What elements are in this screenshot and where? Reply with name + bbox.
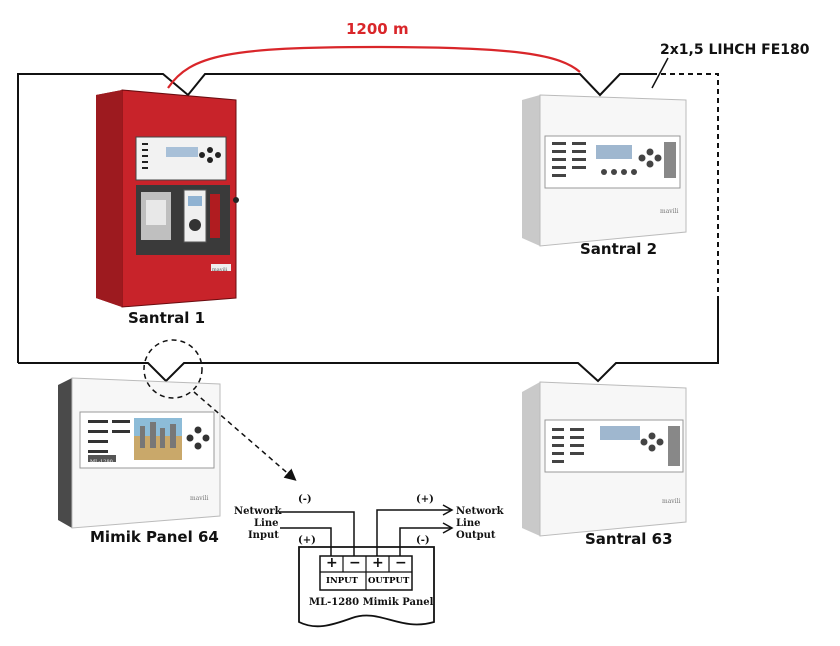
brand-label-mimik64: mavili <box>190 495 209 502</box>
terminal-output-minus: − <box>395 555 407 571</box>
output-pos-label: (+) <box>416 494 434 505</box>
cable-leader <box>651 57 669 89</box>
mimik64-label: Mimik Panel 64 <box>90 528 219 546</box>
model-label-mimik64: ML-1280 <box>90 459 113 465</box>
loop-cable <box>17 73 652 363</box>
terminal-input-plus: + <box>326 555 338 571</box>
network-output-line1: Network <box>456 506 504 517</box>
network-output-line2: Line <box>456 518 481 529</box>
network-input-line3: Input <box>248 530 279 541</box>
distance-label: 1200 m <box>346 20 409 38</box>
santral63-label: Santral 63 <box>585 530 673 548</box>
network-input-line2: Line <box>254 518 279 529</box>
santral63-panel <box>522 381 687 537</box>
input-terminal-label: INPUT <box>326 576 358 586</box>
network-output-line3: Output <box>456 530 496 541</box>
mimik64-panel <box>58 377 221 529</box>
santral2-label: Santral 2 <box>580 240 658 258</box>
santral2-panel <box>522 94 687 247</box>
output-terminal-label: OUTPUT <box>368 576 410 586</box>
brand-label-santral2: mavili <box>660 208 679 215</box>
santral1-panel <box>96 89 239 308</box>
brand-label-santral63: mavili <box>662 498 681 505</box>
zoom-arrow <box>193 391 297 481</box>
loop-cable-bottom <box>18 298 719 383</box>
loop-cable-dashed-right <box>652 73 719 298</box>
module-title: ML-1280 Mimik Panel <box>309 597 434 608</box>
input-pos-label: (+) <box>298 535 316 546</box>
distance-arc <box>167 45 581 89</box>
input-neg-label: (-) <box>298 494 312 505</box>
terminal-module <box>280 504 454 628</box>
santral1-label: Santral 1 <box>128 309 206 327</box>
brand-label-santral1: mavili <box>212 267 228 273</box>
zoom-circle <box>143 339 203 399</box>
network-input-line1: Network <box>234 506 282 517</box>
cable-label: 2x1,5 LIHCH FE180 <box>660 42 810 58</box>
terminal-output-plus: + <box>372 555 384 571</box>
output-neg-label: (-) <box>416 535 430 546</box>
terminal-input-minus: − <box>349 555 361 571</box>
